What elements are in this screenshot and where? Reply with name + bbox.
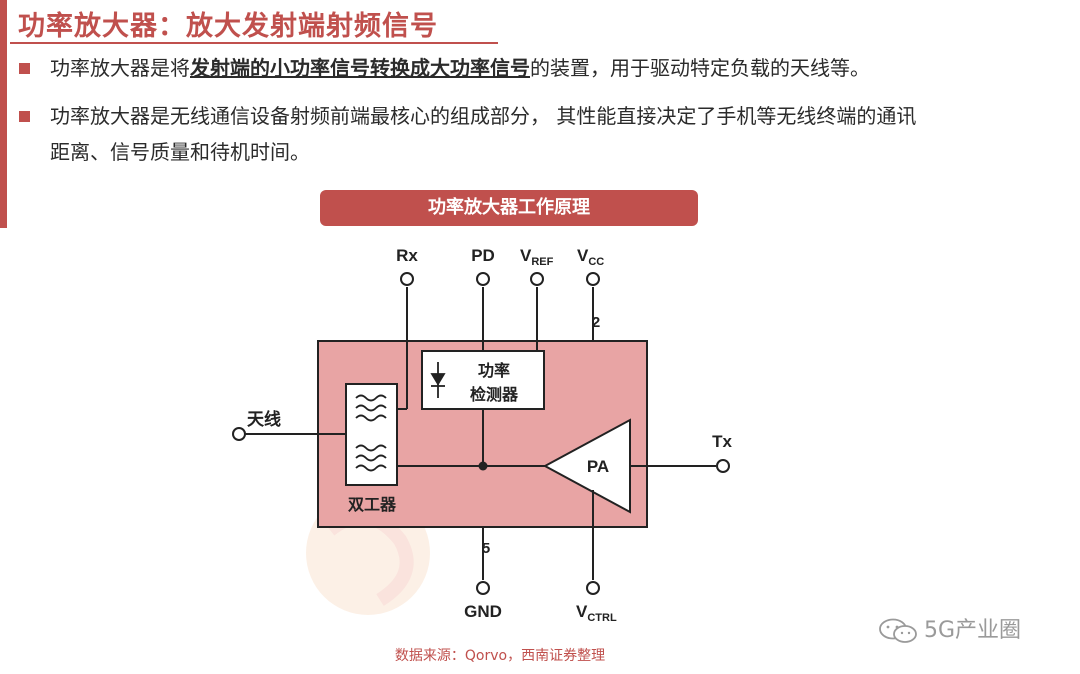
diode-icon bbox=[430, 362, 446, 398]
pd-terminal bbox=[476, 272, 490, 286]
detector-label-line-2: 检测器 bbox=[470, 385, 519, 404]
source-note: 数据来源：Qorvo，西南证券整理 bbox=[394, 648, 606, 664]
power-detector-box bbox=[421, 350, 545, 410]
vcc-label-sub: CC bbox=[588, 256, 604, 268]
vref-terminal bbox=[530, 272, 544, 286]
title-underline bbox=[10, 42, 498, 44]
page-title: 功率放大器：放大发射端射频信号 bbox=[18, 11, 438, 42]
filter-wave-icon bbox=[355, 394, 387, 472]
antenna-terminal bbox=[232, 427, 246, 441]
pin-5-label: 5 bbox=[482, 540, 490, 557]
rx-terminal bbox=[400, 272, 414, 286]
bullet-square-icon bbox=[19, 111, 30, 122]
pin-2-label: 2 bbox=[592, 314, 600, 331]
vcc-label: VCC bbox=[577, 246, 604, 268]
gnd-label: GND bbox=[464, 602, 502, 621]
tx-terminal bbox=[716, 459, 730, 473]
duplexer-label: 双工器 bbox=[348, 496, 397, 514]
tx-label: Tx bbox=[712, 432, 732, 451]
rx-label: Rx bbox=[396, 246, 418, 265]
vctrl-label-main: V bbox=[576, 602, 588, 621]
bullet-2-line-1: 功率放大器是无线通信设备射频前端最核心的组成部分， 其性能直接决定了手机等无线终… bbox=[50, 104, 917, 128]
pa-label: PA bbox=[587, 457, 609, 476]
bullet-1-bold: 发射端的小功率信号转换成大功率信号 bbox=[190, 56, 530, 80]
watermark-text: 5G产业圈 bbox=[924, 618, 1022, 643]
vctrl-label: VCTRL bbox=[576, 602, 617, 624]
pd-label: PD bbox=[471, 246, 495, 265]
wechat-icon bbox=[879, 618, 917, 643]
bullet-1-post: 的装置，用于驱动特定负载的天线等。 bbox=[530, 56, 870, 80]
vref-label-main: V bbox=[520, 246, 532, 265]
vref-label-sub: REF bbox=[531, 256, 553, 268]
bullet-square-icon bbox=[19, 63, 30, 74]
vctrl-terminal bbox=[586, 581, 600, 595]
bullet-2-line-2: 距离、信号质量和待机时间。 bbox=[50, 140, 310, 164]
vcc-label-main: V bbox=[577, 246, 589, 265]
detector-label-line-1: 功率 bbox=[478, 361, 510, 380]
junction-dot bbox=[478, 461, 488, 471]
vctrl-label-sub: CTRL bbox=[587, 612, 617, 624]
antenna-label: 天线 bbox=[247, 409, 281, 429]
vcc-terminal bbox=[586, 272, 600, 286]
diagram-banner: 功率放大器工作原理 bbox=[320, 190, 698, 226]
bullet-1-text: 功率放大器是将发射端的小功率信号转换成大功率信号的装置，用于驱动特定负载的天线等… bbox=[50, 52, 870, 84]
left-accent-bar bbox=[0, 0, 7, 228]
watermark: 5G产业圈 bbox=[878, 612, 1021, 644]
vref-label: VREF bbox=[520, 246, 554, 268]
gnd-terminal bbox=[476, 581, 490, 595]
bullet-1-pre: 功率放大器是将 bbox=[50, 56, 190, 80]
